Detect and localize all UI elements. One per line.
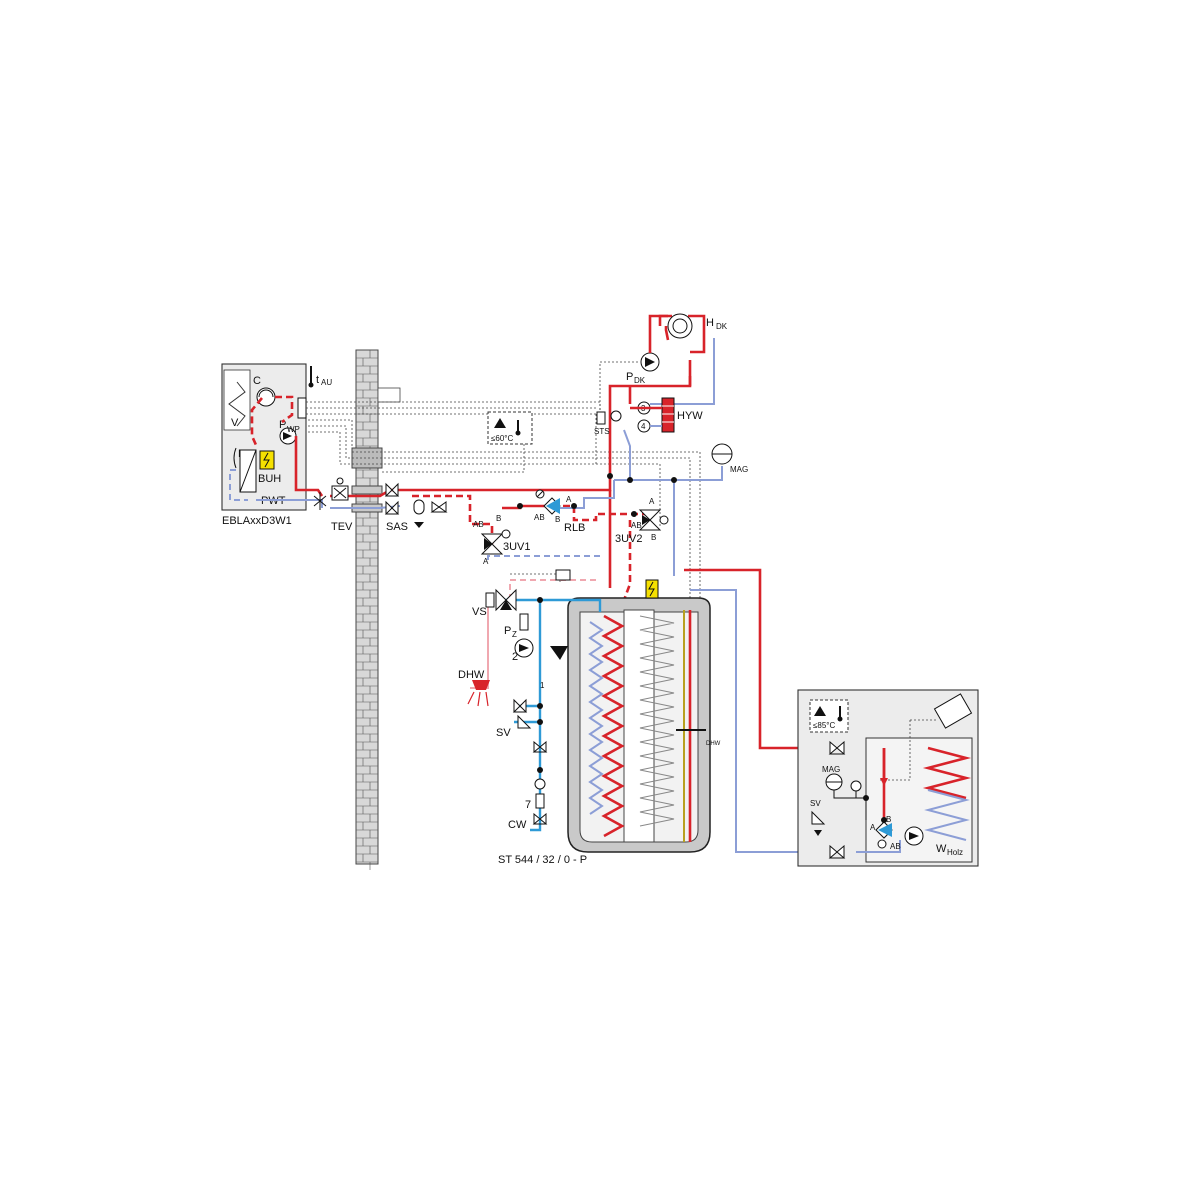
svg-text:2: 2 <box>512 651 518 663</box>
svg-text:A: A <box>870 823 876 832</box>
svg-text:Holz: Holz <box>947 848 963 857</box>
svg-text:P: P <box>626 371 633 383</box>
dhw-circuit: VS P Z 2 DHW 1 SV 7 CW <box>458 569 602 832</box>
svg-text:MAG: MAG <box>730 465 748 474</box>
pressure-gauge-icon <box>534 778 546 790</box>
svg-text:DHW: DHW <box>706 741 721 747</box>
heating-circuit: H DK P DK HYW 3 4 STS ≤60°C <box>487 313 748 474</box>
svg-text:3UV1: 3UV1 <box>503 541 531 553</box>
svg-text:P: P <box>504 625 511 637</box>
three-way-valve-2: AB A B 3UV2 <box>615 497 669 545</box>
svg-text:H: H <box>706 317 714 329</box>
tev-valve: TEV <box>313 477 353 533</box>
svg-text:B: B <box>886 815 891 824</box>
compressor-icon <box>256 387 276 407</box>
svg-text:SAS: SAS <box>386 521 408 533</box>
funnel-icon <box>550 646 568 660</box>
boiler-pressure-gauge <box>850 780 862 792</box>
svg-text:VS: VS <box>472 606 487 618</box>
svg-text:AB: AB <box>631 521 642 530</box>
boiler-safety-valve: SV <box>810 799 826 836</box>
svg-text:TEV: TEV <box>331 521 353 533</box>
outdoor-temp-sensor: t AU <box>308 366 332 388</box>
return-booster-valve: AB B A RLB <box>534 489 585 534</box>
heat-pump-unit: V C E P WP BUH PWT EBLAxxD3W1 t AU <box>221 363 332 527</box>
control-wiring <box>306 361 701 690</box>
limit-thermostat-85: ≤85°C <box>809 699 849 733</box>
fan-icon <box>223 369 251 431</box>
shower-head-icon: DHW <box>458 669 490 707</box>
sts-valve: STS <box>594 410 622 436</box>
wood-boiler-unit: ≤85°C MAG SV A B AB W Holz <box>797 689 979 867</box>
dirt-separator-icon <box>413 499 425 528</box>
svg-text:AU: AU <box>321 378 332 387</box>
svg-text:A: A <box>483 557 489 566</box>
svg-text:V: V <box>231 417 239 429</box>
shutoff-valve <box>430 501 448 513</box>
mixing-valve-vs: VS <box>472 588 517 618</box>
svg-text:B: B <box>651 533 656 542</box>
svg-text:WP: WP <box>287 425 300 434</box>
svg-text:AB: AB <box>473 520 484 529</box>
expansion-vessel-mag: MAG <box>711 443 748 474</box>
svg-text:HYW: HYW <box>677 410 703 422</box>
svg-text:RLB: RLB <box>564 522 585 534</box>
svg-text:3UV2: 3UV2 <box>615 533 643 545</box>
svg-text:AB: AB <box>890 842 901 851</box>
limit-thermostat-60: ≤60°C <box>487 411 533 445</box>
svg-text:W: W <box>936 843 947 855</box>
svg-text:C: C <box>253 375 261 387</box>
circulation-check-valve <box>555 569 571 581</box>
svg-text:BUH: BUH <box>258 473 281 485</box>
safety-valve-dhw: SV <box>496 714 532 739</box>
svg-text:1: 1 <box>540 681 545 690</box>
svg-text:SV: SV <box>496 727 511 739</box>
svg-text:t: t <box>316 374 319 386</box>
svg-text:CW: CW <box>508 819 527 831</box>
svg-text:P: P <box>279 419 286 431</box>
svg-text:ST 544 / 32 / 0 - P: ST 544 / 32 / 0 - P <box>498 854 587 866</box>
svg-text:DK: DK <box>716 322 728 331</box>
svg-text:AB: AB <box>534 513 545 522</box>
svg-text:EBLAxxD3W1: EBLAxxD3W1 <box>222 515 292 527</box>
svg-text:≤60°C: ≤60°C <box>491 434 513 443</box>
three-way-valve-1: AB B A 3UV1 <box>473 514 531 566</box>
svg-text:7: 7 <box>525 799 531 811</box>
isolation-valve-flow <box>384 482 400 497</box>
svg-text:≤85°C: ≤85°C <box>813 721 835 730</box>
svg-text:STS: STS <box>594 427 610 436</box>
circulation-pump-pz: P Z 2 <box>504 613 534 663</box>
svg-text:DK: DK <box>634 376 646 385</box>
svg-text:B: B <box>496 514 501 523</box>
svg-text:4: 4 <box>641 422 646 431</box>
storage-tank: DHW ST 544 / 32 / 0 - P <box>498 579 721 866</box>
line-components: TEV SAS AB B A 3UV1 AB B A RLB <box>313 473 677 566</box>
expansion-icon <box>233 447 237 469</box>
svg-text:A: A <box>566 495 572 504</box>
svg-text:Z: Z <box>512 630 517 639</box>
svg-text:DHW: DHW <box>458 669 485 681</box>
isolation-valve-return <box>384 500 400 515</box>
hydraulic-switch-hyw: HYW <box>661 397 703 433</box>
svg-text:MAG: MAG <box>822 765 840 774</box>
svg-text:SV: SV <box>810 799 821 808</box>
svg-text:B: B <box>555 515 560 524</box>
return-pipes <box>330 338 856 853</box>
brick-wall <box>355 349 379 870</box>
svg-text:A: A <box>649 497 655 506</box>
boiler-return-valve: A B AB <box>870 815 901 851</box>
chimney-icon <box>933 693 973 729</box>
wall-controller-icon <box>377 387 401 403</box>
